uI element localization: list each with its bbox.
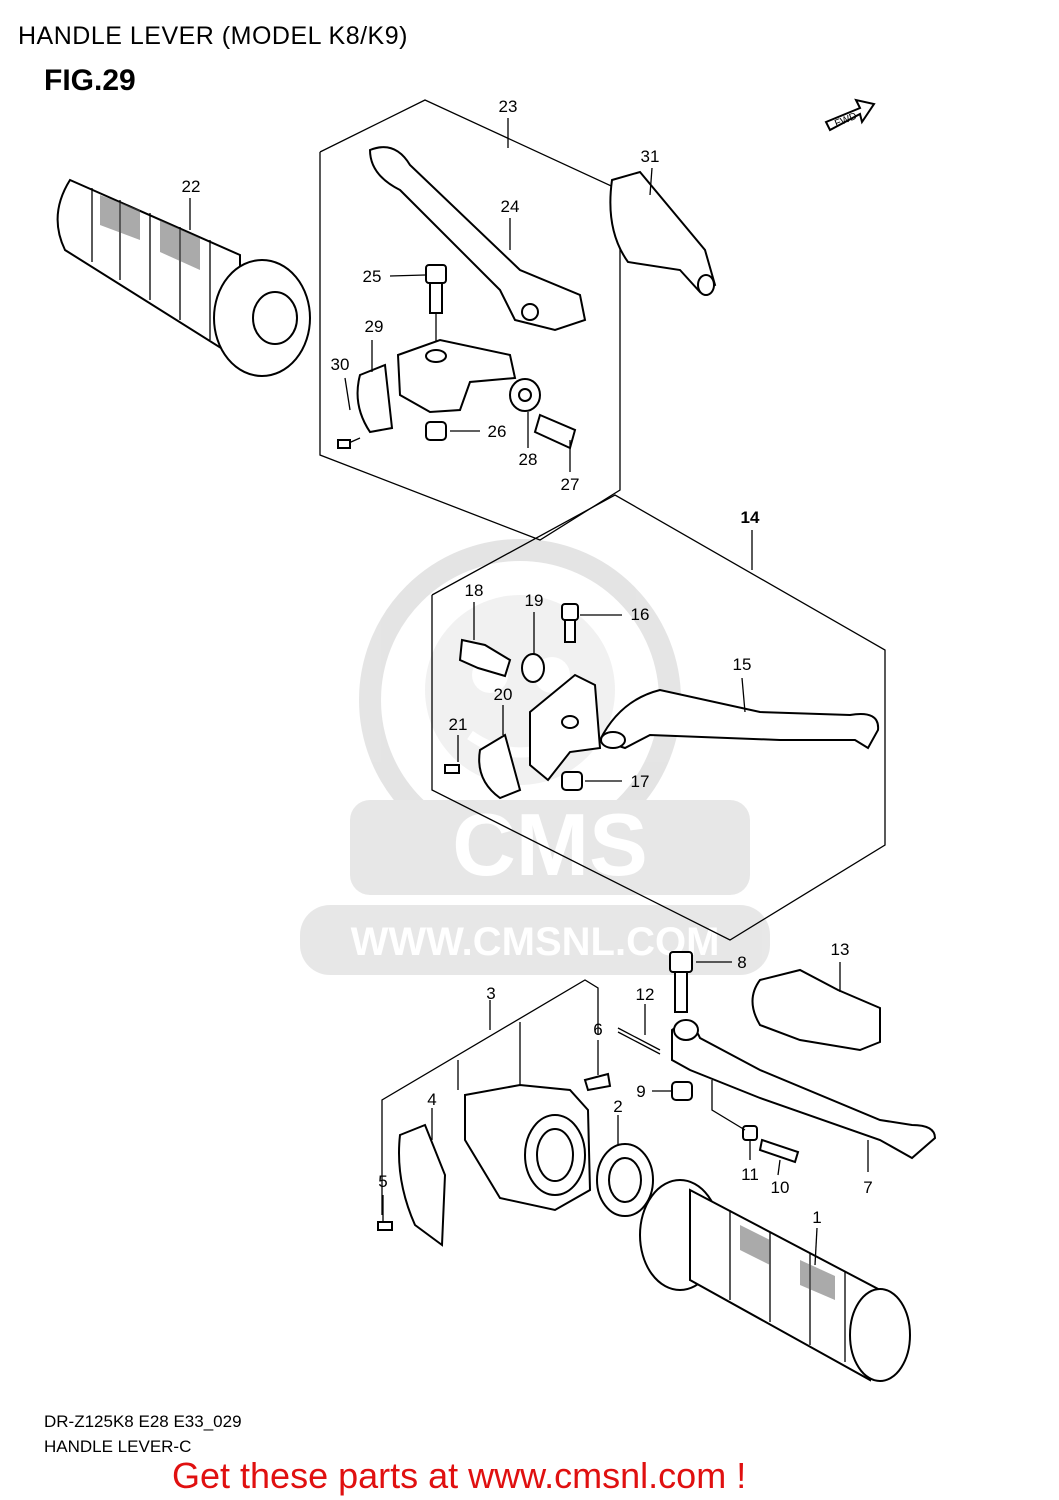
fwd-label: FWD — [833, 111, 858, 130]
part-31-lever-cover — [609, 170, 717, 296]
forward-direction-arrow: FWD — [824, 98, 876, 132]
group-outline-middle — [431, 494, 886, 941]
callout-27: 27 — [561, 475, 580, 494]
callout-20: 20 — [494, 685, 513, 704]
callout-18: 18 — [465, 581, 484, 600]
part-28-locknut — [509, 378, 541, 412]
callout-6: 6 — [593, 1020, 602, 1039]
callout-14: 14 — [741, 508, 760, 527]
callout-13: 13 — [831, 940, 850, 959]
diagram-title: HANDLE LEVER (MODEL K8/K9) — [18, 22, 408, 50]
part-22-grip — [56, 178, 311, 377]
part-8-bolt — [669, 951, 693, 1013]
part-19-locknut — [521, 653, 545, 683]
callout-17: 17 — [631, 772, 650, 791]
part-26-nut — [425, 421, 447, 441]
callout-7: 7 — [863, 1178, 872, 1197]
callout-24: 24 — [501, 197, 520, 216]
part-6-screw — [583, 1072, 612, 1092]
part-16-bolt — [561, 603, 579, 643]
figure-number: FIG.29 — [44, 64, 136, 97]
group-outline-upper — [319, 99, 621, 541]
leader-lines — [189, 118, 869, 1266]
callout-25: 25 — [363, 267, 382, 286]
callout-22: 22 — [182, 177, 201, 196]
watermark-logo: CMS WWW.CMSNL.COM — [300, 539, 770, 975]
part-10-screw — [758, 1138, 800, 1164]
diagram-code: DR-Z125K8 E28 E33_029 — [44, 1412, 242, 1431]
diagram-name: HANDLE LEVER-C — [44, 1437, 192, 1456]
part-24-lever-upper — [368, 146, 587, 332]
part-4-cover — [398, 1123, 447, 1247]
callout-5: 5 — [378, 1172, 387, 1191]
callout-26: 26 — [488, 422, 507, 441]
part-18-adjuster — [458, 638, 512, 678]
part-13-lever-cover — [751, 968, 881, 1052]
callout-12: 12 — [636, 985, 655, 1004]
callout-10: 10 — [771, 1178, 790, 1197]
callout-4: 4 — [427, 1090, 436, 1109]
callout-16: 16 — [631, 605, 650, 624]
callout-labels: 23 22 31 24 25 29 30 26 28 27 14 18 19 1… — [182, 97, 873, 1227]
part-5-screw — [377, 1221, 393, 1231]
callout-2: 2 — [613, 1097, 622, 1116]
part-29-lever-bracket — [337, 338, 517, 449]
promo-link[interactable]: Get these parts at www.cmsnl.com ! — [172, 1455, 747, 1496]
part-25-pivot-bolt — [425, 264, 447, 350]
callout-19: 19 — [525, 591, 544, 610]
callout-3: 3 — [486, 984, 495, 1003]
part-20-bracket — [529, 673, 602, 782]
callout-15: 15 — [733, 655, 752, 674]
callout-8: 8 — [737, 953, 746, 972]
watermark-url: WWW.CMSNL.COM — [351, 920, 720, 964]
callout-28: 28 — [519, 450, 538, 469]
part-2-throttle-pulley — [596, 1143, 654, 1217]
part-9-nut — [671, 1081, 693, 1101]
part-27-adjuster — [533, 413, 577, 450]
callout-31: 31 — [641, 147, 660, 166]
callout-23: 23 — [499, 97, 518, 116]
callout-29: 29 — [365, 317, 384, 336]
callout-9: 9 — [636, 1082, 645, 1101]
part-15-lever-middle — [598, 688, 880, 750]
part-12-spring — [617, 1027, 661, 1055]
callout-1: 1 — [812, 1208, 821, 1227]
part-3-switch-housing — [464, 1083, 592, 1212]
part-7-lever-lower — [671, 1019, 937, 1160]
callout-30: 30 — [331, 355, 350, 374]
part-1-grip-lower — [639, 1179, 911, 1382]
callout-21: 21 — [449, 715, 468, 734]
watermark-logo-text: CMS — [452, 795, 648, 894]
part-21-clamp — [444, 733, 522, 800]
part-17-nut — [561, 771, 583, 791]
part-11-collar — [742, 1125, 758, 1141]
callout-11: 11 — [741, 1165, 759, 1184]
